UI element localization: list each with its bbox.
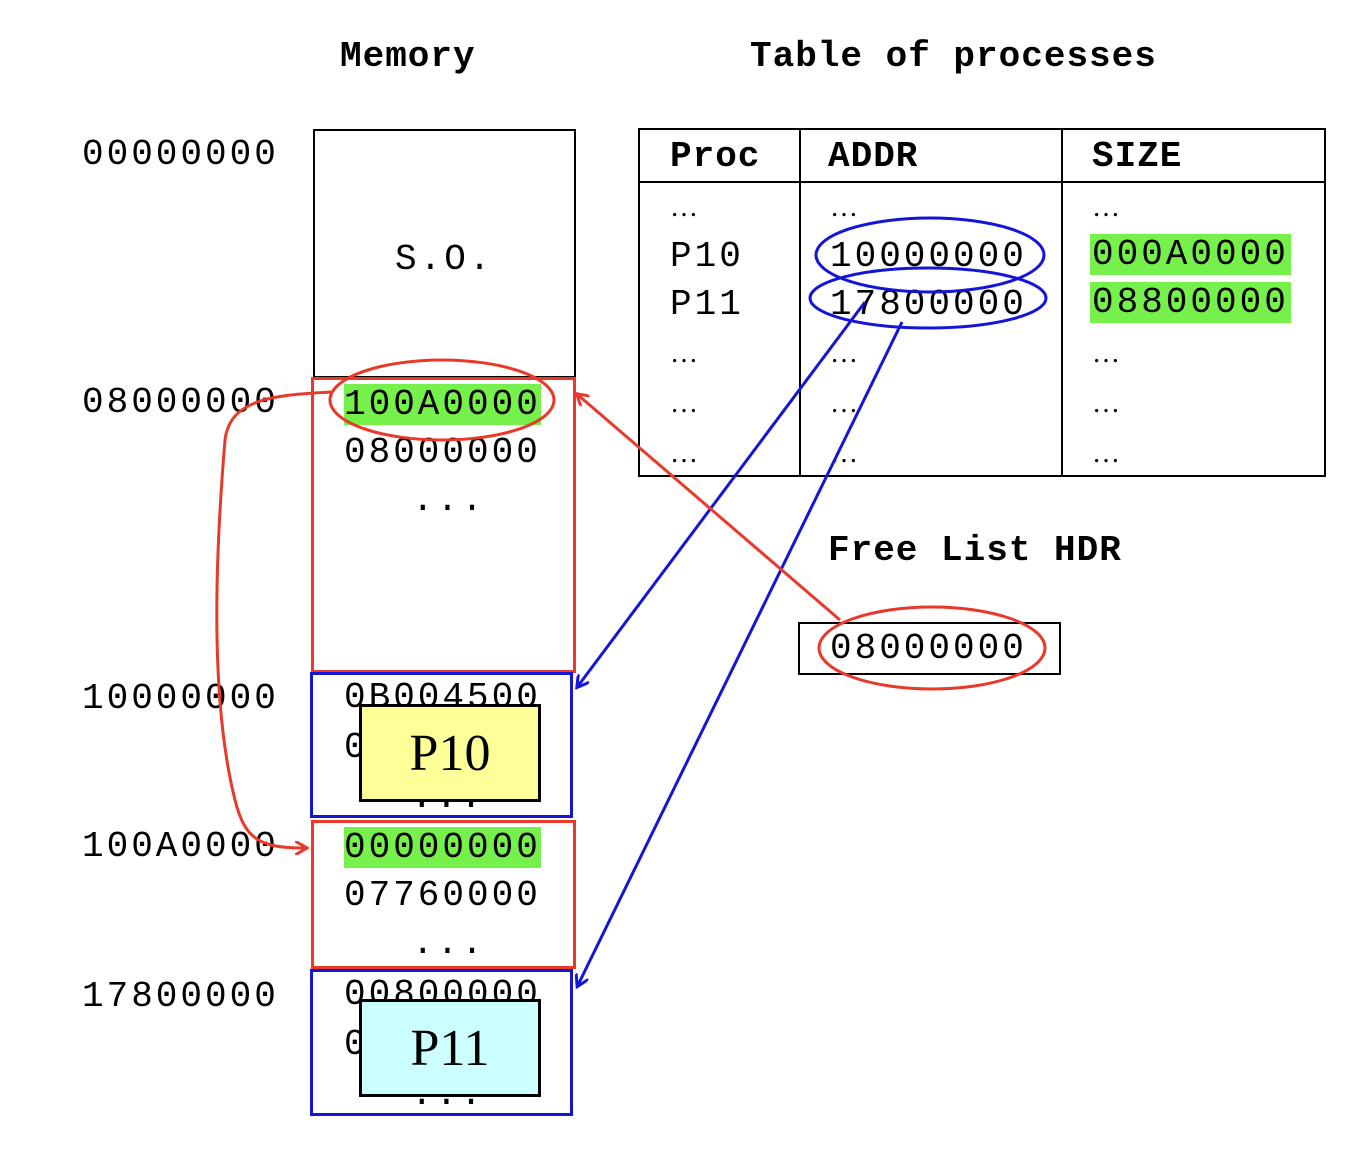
table-cell: 08800000: [1090, 282, 1291, 323]
table-cell: …: [1092, 438, 1120, 469]
address-label: 100A0000: [82, 826, 279, 867]
free-block-2-next-pointer: 00000000: [344, 827, 541, 868]
table-title: Table of processes: [750, 36, 1157, 77]
table-cell: P11: [670, 284, 744, 325]
table-header-divider: [640, 181, 1324, 183]
free-list-hdr-box: 08000000: [798, 622, 1061, 675]
table-cell: P10: [670, 236, 744, 277]
memory-title: Memory: [340, 36, 476, 77]
table-cell: …: [830, 192, 858, 223]
free-block-next-pointer: 100A0000: [344, 384, 541, 425]
table-cell: …: [830, 338, 858, 369]
table-cell: …: [1092, 338, 1120, 369]
free-list-hdr-value: 08000000: [830, 628, 1027, 669]
address-label: 17800000: [82, 976, 279, 1017]
table-cell: 17800000: [830, 284, 1027, 325]
free-block-2: 00000000 07760000 ...: [311, 820, 576, 969]
free-block-2-dots: ...: [412, 923, 486, 964]
process-table: Proc ADDR SIZE … … … P10 10000000 000A00…: [638, 128, 1326, 477]
table-cell: …: [670, 192, 698, 223]
table-cell: 000A0000: [1090, 234, 1291, 275]
table-header-size: SIZE: [1092, 136, 1183, 177]
p11-label: P11: [359, 999, 541, 1097]
os-label: S.O.: [395, 239, 494, 280]
table-cell: …: [1092, 388, 1120, 419]
free-list-title: Free List HDR: [828, 530, 1122, 571]
table-cell: …: [670, 438, 698, 469]
address-label: 10000000: [82, 678, 279, 719]
table-cell: …: [1092, 192, 1120, 223]
address-label: 08000000: [82, 382, 279, 423]
free-block-1: 100A0000 08000000 ...: [311, 377, 576, 673]
os-block: S.O.: [313, 129, 576, 378]
address-label: 00000000: [82, 134, 279, 175]
table-cell: 10000000: [830, 236, 1027, 277]
table-header-addr: ADDR: [828, 136, 919, 177]
table-column-divider: [799, 130, 801, 475]
free-block-2-size: 07760000: [344, 875, 541, 916]
table-cell: …: [830, 388, 858, 419]
table-cell: …: [670, 388, 698, 419]
table-header-proc: Proc: [670, 136, 761, 177]
p10-label: P10: [359, 704, 541, 802]
free-block-size: 08000000: [344, 432, 541, 473]
table-column-divider: [1061, 130, 1063, 475]
table-cell: …: [670, 338, 698, 369]
free-block-dots: ...: [412, 480, 486, 521]
table-cell: …: [830, 438, 858, 469]
